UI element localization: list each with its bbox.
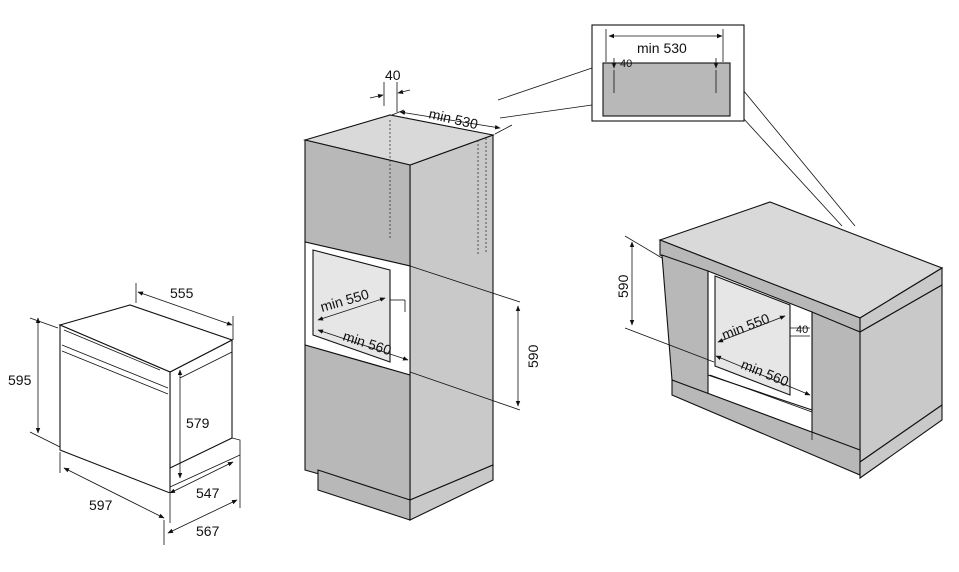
- oven-depth-567-label: 567: [196, 523, 220, 539]
- detail-width-label: min 530: [637, 40, 687, 56]
- oven-drawing: [29, 283, 241, 545]
- oven-width-top-label: 555: [170, 285, 194, 301]
- oven-depth-547-label: 547: [196, 485, 220, 501]
- cabinet-gap-label: 40: [385, 67, 401, 83]
- detail-gap-label: 40: [620, 58, 632, 70]
- counter-gap-label: 40: [796, 324, 808, 336]
- cabinet-height-label: 590: [525, 344, 541, 368]
- tall-cabinet-drawing: [302, 82, 521, 521]
- under-counter-drawing: [624, 201, 944, 480]
- detail-callout: [497, 24, 856, 227]
- counter-height-label: 590: [615, 274, 631, 298]
- oven-inner-height-label: 579: [186, 415, 210, 431]
- oven-width-front-label: 597: [89, 497, 113, 513]
- oven-height-label: 595: [8, 372, 32, 388]
